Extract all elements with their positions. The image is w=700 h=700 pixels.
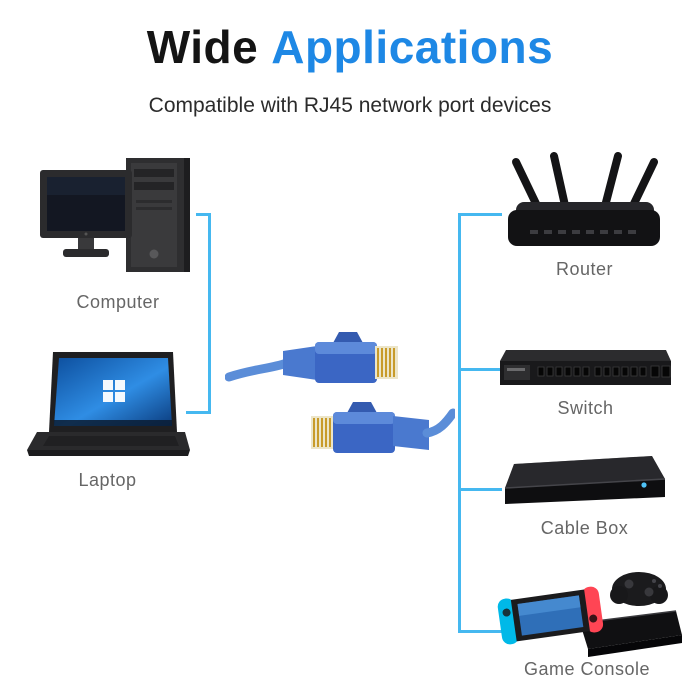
laptop-label: Laptop [78, 470, 137, 490]
router-illustration: Router [502, 152, 667, 279]
computer-icon [40, 158, 190, 272]
laptop-illustration: Laptop [25, 352, 190, 490]
connector-line-router-stub [458, 213, 502, 216]
connector-line-right-vertical [458, 213, 461, 633]
page-subtitle: Compatible with RJ45 network port device… [148, 94, 552, 117]
game-console-icon [497, 572, 682, 657]
switch-illustration: Switch [498, 340, 673, 418]
switch-label: Switch [557, 398, 614, 418]
title-word-wide: Wide [146, 21, 259, 73]
router-label: Router [555, 259, 614, 279]
title-word-applications: Applications [271, 21, 554, 73]
console-label: Game Console [523, 659, 651, 679]
connector-line-console-stub [458, 630, 502, 633]
connector-line-cablebox-stub [458, 488, 502, 491]
connector-line-computer-stub [196, 213, 211, 216]
connector-line-left-vertical [208, 213, 211, 414]
console-illustration: Game Console [492, 565, 682, 679]
ethernet-cable-illustration [225, 325, 455, 465]
rj45-cable-icon [225, 332, 455, 453]
connector-line-switch-stub [458, 368, 502, 371]
cablebox-illustration: Cable Box [502, 452, 667, 538]
router-icon [508, 152, 660, 246]
switch-icon [500, 350, 671, 385]
cablebox-label: Cable Box [540, 518, 629, 538]
cablebox-icon [504, 456, 666, 504]
computer-label: Computer [76, 292, 160, 312]
connector-line-laptop-stub [186, 411, 211, 414]
laptop-icon [27, 352, 190, 456]
computer-illustration: Computer [38, 156, 198, 312]
